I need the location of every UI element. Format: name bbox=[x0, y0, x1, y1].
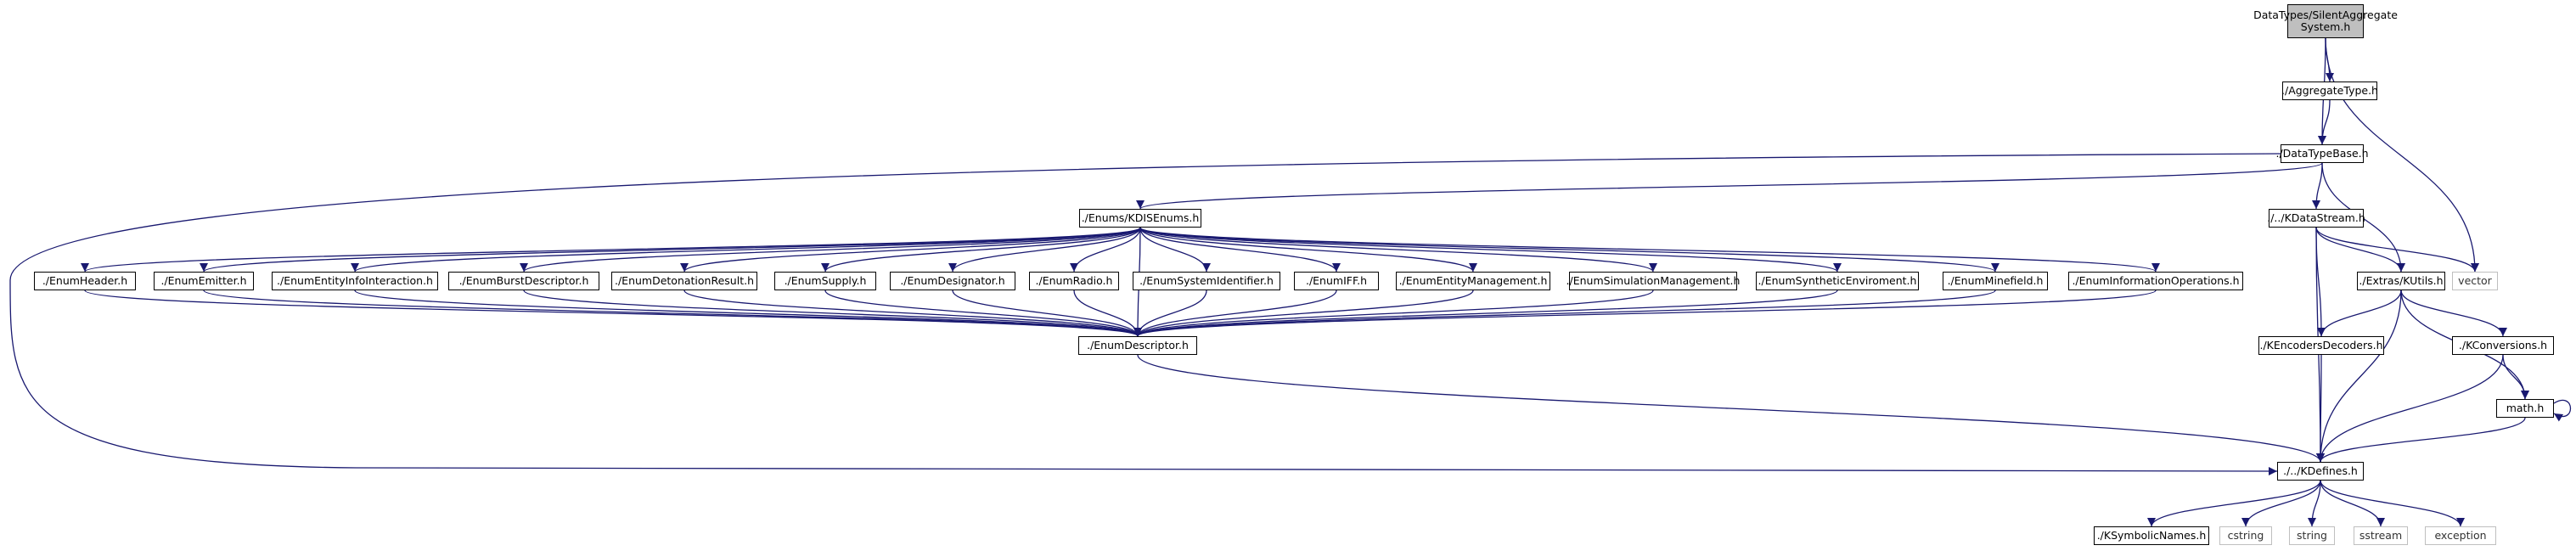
node-data-type-base-h[interactable]: ./DataTypeBase.h bbox=[2275, 144, 2369, 163]
node-math-h[interactable]: math.h bbox=[2496, 399, 2554, 418]
edge-enumentitymgmt-to-enumdescriptor bbox=[1133, 290, 1474, 337]
node-kencoders-decoders-h[interactable]: ./KEncodersDecoders.h bbox=[2258, 336, 2384, 355]
edge-math-to-math bbox=[2553, 399, 2571, 422]
edge-kdisenums-to-enumdesignator bbox=[948, 227, 1141, 273]
edge-kutils-to-kdefines bbox=[2316, 290, 2402, 463]
edge-kdefines-to-string bbox=[2308, 480, 2321, 527]
node-enum-radio-h[interactable]: ./EnumRadio.h bbox=[1029, 272, 1119, 290]
edge-kdatastream-to-kutils bbox=[2315, 227, 2405, 273]
edge-kconversions-to-math bbox=[2502, 354, 2529, 400]
edge-kdisenums-to-enumradio bbox=[1070, 227, 1141, 273]
edge-enumdetonation-to-enumdescriptor bbox=[683, 290, 1142, 337]
edge-kdisenums-to-enuminfoops bbox=[1139, 227, 2160, 273]
node-enum-simulation-management-h[interactable]: ./EnumSimulationManagement.h bbox=[1566, 272, 1740, 290]
edge-kdefines-to-sstream bbox=[2320, 480, 2385, 527]
edge-enumentityinfo-to-enumdescriptor bbox=[354, 290, 1142, 337]
edge-kdisenums-to-enumsysid bbox=[1139, 227, 1211, 273]
edge-kdefines-to-ksymbolic bbox=[2147, 480, 2321, 527]
edge-kdatastream-to-vector bbox=[2315, 227, 2479, 273]
edge-enuminfoops-to-enumdescriptor bbox=[1133, 290, 2157, 337]
edge-kdisenums-to-enumentityinfo bbox=[351, 227, 1141, 273]
edge-dtbase-to-kdefines bbox=[9, 153, 2281, 475]
edge-kconversions-to-kdefines bbox=[2316, 354, 2504, 463]
node-enum-descriptor-h[interactable]: ./EnumDescriptor.h bbox=[1078, 336, 1197, 355]
node-enum-emitter-h[interactable]: ./EnumEmitter.h bbox=[154, 272, 254, 290]
node-string: string bbox=[2289, 526, 2335, 545]
edge-kdisenums-to-enumdetonation bbox=[680, 227, 1141, 273]
node-enum-iff-h[interactable]: ./EnumIFF.h bbox=[1294, 272, 1379, 290]
node-kconversions-h[interactable]: ./KConversions.h bbox=[2452, 336, 2554, 355]
edge-kdefines-to-exception bbox=[2320, 480, 2465, 527]
edge-enumsupply-to-enumdescriptor bbox=[824, 290, 1142, 337]
edge-enumdesignator-to-enumdescriptor bbox=[952, 290, 1142, 337]
edge-enumsynthenv-to-enumdescriptor bbox=[1133, 290, 1838, 337]
node-silent-aggregate-system-h: DataTypes/SilentAggregate System.h bbox=[2253, 4, 2398, 38]
edge-kdisenums-to-enumiff bbox=[1139, 227, 1341, 273]
node-kdis-enums-h[interactable]: ./Enums/KDISEnums.h bbox=[1079, 209, 1201, 228]
edge-kencoders-to-kdefines bbox=[2316, 354, 2326, 463]
edge-aggtype-to-dtbase bbox=[2318, 99, 2331, 145]
edge-enumdescriptor-to-kdefines bbox=[1137, 354, 2325, 463]
node-enum-burst-descriptor-h[interactable]: ./EnumBurstDescriptor.h bbox=[448, 272, 599, 290]
edge-kutils-to-kconversions bbox=[2400, 290, 2507, 337]
node-ksymbolic-names-h[interactable]: ./KSymbolicNames.h bbox=[2094, 526, 2209, 545]
node-kutils-h[interactable]: ./Extras/KUtils.h bbox=[2357, 272, 2445, 290]
edge-dtbase-to-kdisenums bbox=[1136, 162, 2323, 210]
node-enum-system-identifier-h[interactable]: ./EnumSystemIdentifier.h bbox=[1133, 272, 1280, 290]
edge-kdefines-to-cstring bbox=[2241, 480, 2321, 527]
edge-enumminefield-to-enumdescriptor bbox=[1133, 290, 1996, 337]
edge-dtbase-to-kdatastream bbox=[2312, 162, 2323, 210]
node-enum-header-h[interactable]: ./EnumHeader.h bbox=[34, 272, 136, 290]
edge-enumemitter-to-enumdescriptor bbox=[203, 290, 1142, 337]
edge-kdisenums-to-enumentitymgmt bbox=[1139, 227, 1477, 273]
edge-kdisenums-to-enumburst bbox=[520, 227, 1141, 273]
node-aggregate-type-h[interactable]: ./AggregateType.h bbox=[2281, 82, 2378, 100]
edge-root-to-vector bbox=[2325, 37, 2479, 273]
edge-kdisenums-to-enumminefield bbox=[1139, 227, 1999, 273]
node-enum-synthetic-enviroment-h[interactable]: ./EnumSyntheticEnviroment.h bbox=[1756, 272, 1919, 290]
node-exception: exception bbox=[2425, 526, 2496, 545]
node-kdefines-h[interactable]: ./../KDefines.h bbox=[2277, 462, 2364, 481]
node-cstring: cstring bbox=[2219, 526, 2272, 545]
node-enum-detonation-result-h[interactable]: ./EnumDetonationResult.h bbox=[611, 272, 757, 290]
node-kdata-stream-h[interactable]: ./../KDataStream.h bbox=[2267, 209, 2365, 228]
edge-kdisenums-to-enumsimmgmt bbox=[1139, 227, 1657, 273]
edge-enumsimmgmt-to-enumdescriptor bbox=[1133, 290, 1654, 337]
edge-enumiff-to-enumdescriptor bbox=[1133, 290, 1337, 337]
node-enum-entity-management-h[interactable]: ./EnumEntityManagement.h bbox=[1396, 272, 1550, 290]
edge-kutils-to-kencoders bbox=[2317, 290, 2402, 337]
edge-enumburst-to-enumdescriptor bbox=[523, 290, 1142, 337]
edge-kdisenums-to-enumemitter bbox=[200, 227, 1141, 273]
node-enum-minefield-h[interactable]: ./EnumMinefield.h bbox=[1943, 272, 2048, 290]
node-enum-supply-h[interactable]: ./EnumSupply.h bbox=[774, 272, 876, 290]
node-sstream: sstream bbox=[2354, 526, 2408, 545]
edge-math-to-kdefines bbox=[2316, 417, 2526, 463]
node-vector: vector bbox=[2452, 272, 2498, 290]
edge-kdisenums-to-enumsupply bbox=[821, 227, 1141, 273]
node-enum-entity-info-interaction-h[interactable]: ./EnumEntityInfoInteraction.h bbox=[272, 272, 438, 290]
node-enum-designator-h[interactable]: ./EnumDesignator.h bbox=[890, 272, 1015, 290]
edge-kdisenums-to-enumsynthenv bbox=[1139, 227, 1842, 273]
node-enum-information-operations-h[interactable]: ./EnumInformationOperations.h bbox=[2068, 272, 2243, 290]
